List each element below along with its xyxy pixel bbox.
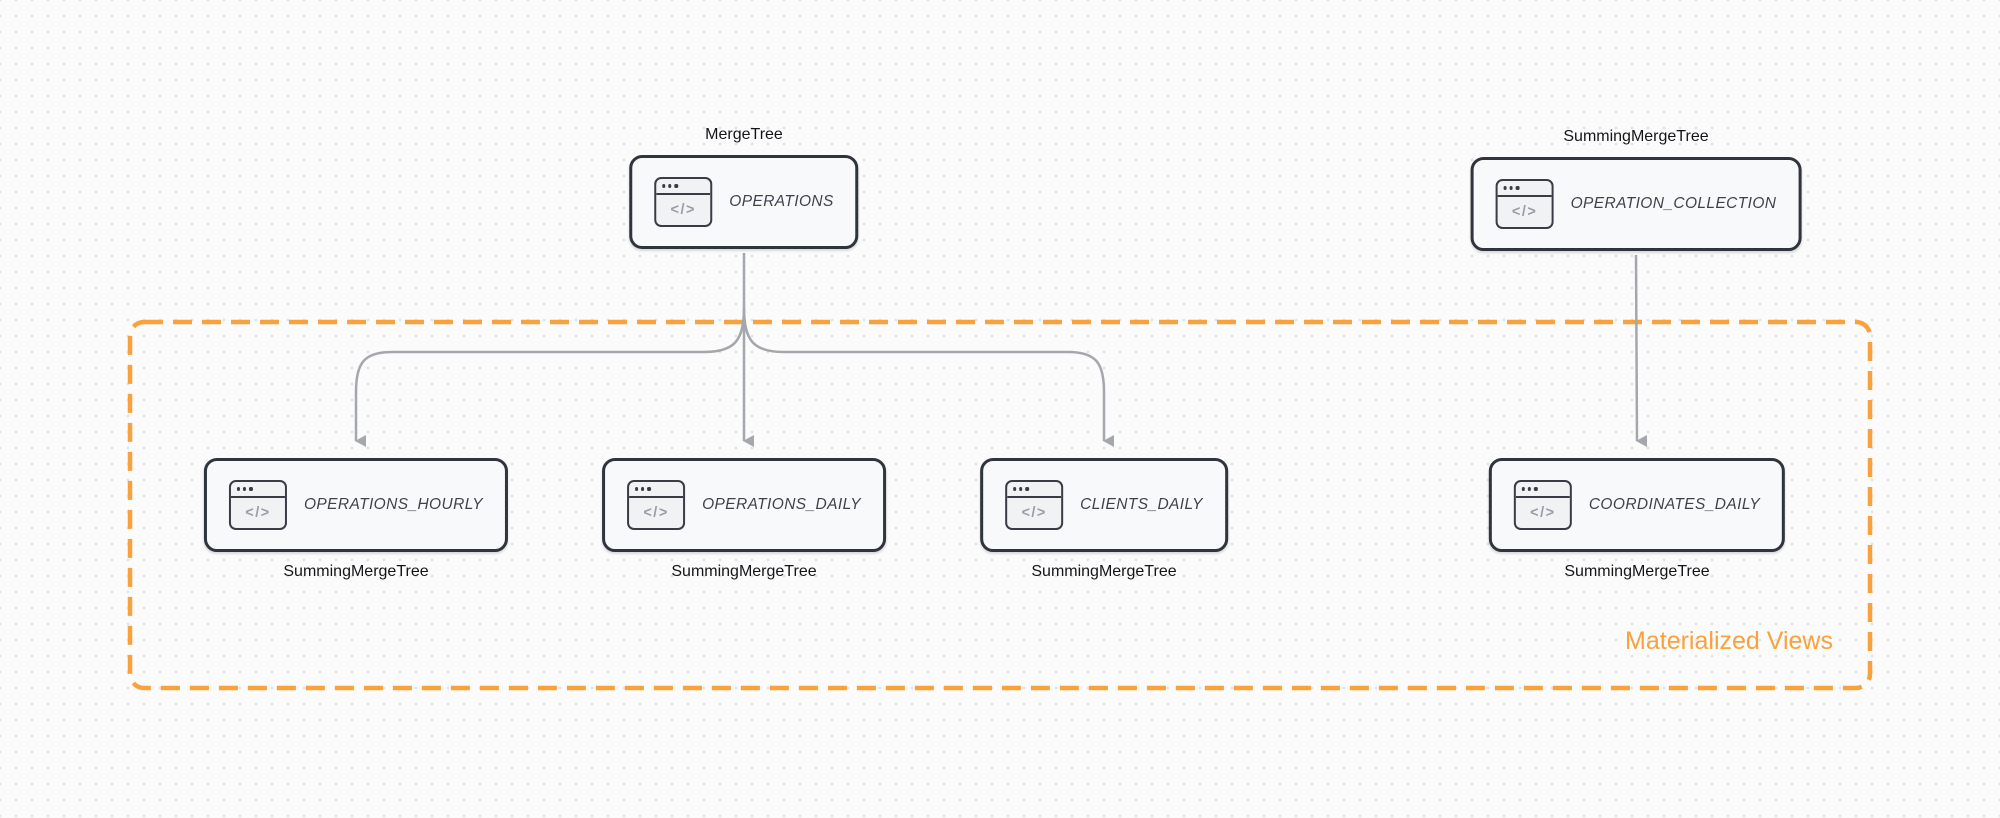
table-name: COORDINATES_DAILY xyxy=(1588,496,1761,513)
window-dots xyxy=(629,482,684,498)
node-box-operations-hourly[interactable]: </> OPERATIONS_HOURLY xyxy=(203,458,509,552)
node-box-operations[interactable]: </> OPERATIONS xyxy=(629,155,859,249)
window-dots xyxy=(230,482,285,498)
node-box-coordinates-daily[interactable]: </> COORDINATES_DAILY xyxy=(1488,458,1786,552)
window-dots xyxy=(1515,482,1570,498)
engine-label: MergeTree xyxy=(705,126,783,143)
window-dots xyxy=(1007,482,1062,498)
code-glyph: </> xyxy=(245,505,271,521)
node-operations-hourly: </> OPERATIONS_HOURLY SummingMergeTree xyxy=(203,458,509,583)
node-box-clients-daily[interactable]: </> CLIENTS_DAILY xyxy=(980,458,1228,552)
engine-label: SummingMergeTree xyxy=(1031,563,1177,580)
code-window-icon: </> xyxy=(1005,480,1064,530)
edge-operation-to-clients-daily[interactable] xyxy=(742,307,1114,447)
code-window-icon: </> xyxy=(627,480,686,530)
code-glyph: </> xyxy=(1021,505,1047,521)
table-name: CLIENTS_DAILY xyxy=(1080,496,1203,513)
table-name: OPERATIONS xyxy=(729,193,834,210)
edge-operation-collection-to-coordinates-daily[interactable] xyxy=(1634,254,1648,447)
code-glyph: </> xyxy=(670,202,696,218)
code-window-icon: </> xyxy=(228,480,287,530)
code-window-icon: </> xyxy=(1495,179,1554,229)
code-glyph: </> xyxy=(1530,505,1556,521)
window-dots xyxy=(1497,181,1552,197)
node-coordinates-daily: </> COORDINATES_DAILY SummingMergeTree xyxy=(1488,458,1786,583)
engine-label: SummingMergeTree xyxy=(671,563,817,580)
table-name: OPERATIONS_HOURLY xyxy=(303,496,484,513)
table-name: OPERATIONS_DAILY xyxy=(702,496,861,513)
code-glyph: </> xyxy=(643,505,669,521)
window-dots xyxy=(656,179,711,195)
node-clients-daily: </> CLIENTS_DAILY SummingMergeTree xyxy=(980,458,1228,583)
table-name: OPERATION_COLLECTION xyxy=(1570,195,1777,212)
engine-label: SummingMergeTree xyxy=(1563,128,1709,145)
node-box-operation-collection[interactable]: </> OPERATION_COLLECTION xyxy=(1470,157,1802,251)
code-glyph: </> xyxy=(1511,204,1538,220)
edge-operations-to-operations-hourly[interactable] xyxy=(354,307,746,447)
materialized-views-group-frame[interactable] xyxy=(127,319,1873,691)
node-operation-collection: SummingMergeTree </> OPERATION_COLLECTIO… xyxy=(1470,126,1802,251)
engine-label: SummingMergeTree xyxy=(1564,563,1710,580)
engine-label: SummingMergeTree xyxy=(283,563,429,580)
node-box-operations-daily[interactable]: </> OPERATIONS_DAILY xyxy=(602,458,886,552)
materialized-views-label: Materialized Views xyxy=(1625,627,1833,655)
node-operations: MergeTree </> OPERATIONS xyxy=(629,124,859,249)
code-window-icon: </> xyxy=(1513,480,1572,530)
code-window-icon: </> xyxy=(654,177,713,227)
node-operations-daily: </> OPERATIONS_DAILY SummingMergeTree xyxy=(602,458,886,583)
